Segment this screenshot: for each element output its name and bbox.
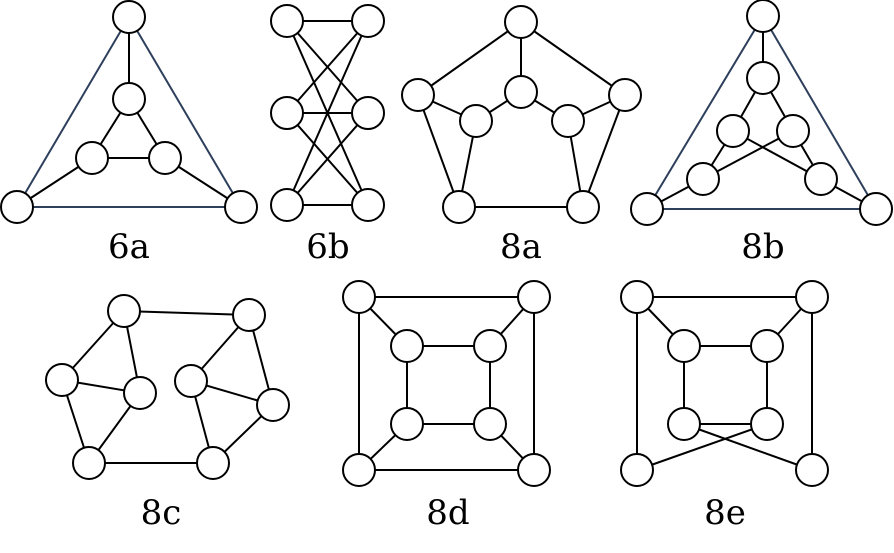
node-8c-0 xyxy=(107,294,141,328)
node-8a-3 xyxy=(504,75,538,109)
node-8e-3 xyxy=(750,329,784,363)
node-8b-2 xyxy=(716,114,750,148)
node-8e-1 xyxy=(795,280,829,314)
node-6b-4 xyxy=(270,188,304,222)
edge-8b-0-7 xyxy=(762,15,877,210)
node-6a-2 xyxy=(75,141,109,175)
node-8a-0 xyxy=(504,5,538,39)
node-8a-4 xyxy=(459,104,493,138)
node-8d-5 xyxy=(473,407,507,441)
node-8b-5 xyxy=(804,162,838,196)
nodes-layer xyxy=(0,0,893,487)
node-6b-5 xyxy=(351,188,385,222)
node-8a-6 xyxy=(442,190,476,224)
graph-label-8c: 8c xyxy=(141,493,182,533)
node-6b-1 xyxy=(351,4,385,38)
edge-8e-4-7 xyxy=(683,423,813,471)
node-8c-1 xyxy=(232,298,266,332)
node-8b-0 xyxy=(746,0,780,33)
node-8e-2 xyxy=(667,329,701,363)
edge-8a-1-6 xyxy=(417,94,460,208)
graph-label-8b: 8b xyxy=(741,227,784,267)
node-8b-1 xyxy=(746,61,780,95)
edge-6b-2-1 xyxy=(286,20,369,114)
edge-6a-0-4 xyxy=(16,16,130,208)
node-8e-6 xyxy=(620,453,654,487)
node-8d-3 xyxy=(473,329,507,363)
graph-label-8e: 8e xyxy=(704,493,746,533)
node-6a-0 xyxy=(112,0,146,34)
node-8e-5 xyxy=(750,407,784,441)
node-8d-1 xyxy=(517,280,551,314)
graph-label-8d: 8d xyxy=(426,493,469,533)
edge-8a-2-7 xyxy=(582,94,626,208)
node-8c-3 xyxy=(123,376,157,410)
node-6a-5 xyxy=(224,190,258,224)
edge-8e-5-6 xyxy=(636,423,768,471)
node-8d-0 xyxy=(342,280,376,314)
edge-8c-0-1 xyxy=(123,310,250,316)
edge-6a-0-5 xyxy=(128,16,242,208)
node-6a-3 xyxy=(148,141,182,175)
node-6b-2 xyxy=(270,96,304,130)
graph-label-6b: 6b xyxy=(306,227,349,267)
node-8a-2 xyxy=(608,78,642,112)
node-8d-7 xyxy=(517,453,551,487)
labels-layer: 6a 6b 8a 8b 8c 8d 8e xyxy=(108,227,785,533)
graph-label-6a: 6a xyxy=(108,227,150,267)
node-8d-4 xyxy=(390,407,424,441)
node-6b-3 xyxy=(351,96,385,130)
node-8e-0 xyxy=(620,280,654,314)
node-8b-7 xyxy=(859,192,893,226)
edge-8b-0-6 xyxy=(646,15,764,210)
node-8c-2 xyxy=(45,363,79,397)
node-6b-0 xyxy=(270,4,304,38)
node-8b-4 xyxy=(686,162,720,196)
node-8a-1 xyxy=(401,78,435,112)
node-8e-7 xyxy=(795,453,829,487)
node-8d-6 xyxy=(342,453,376,487)
edge-6b-4-1 xyxy=(286,20,369,206)
node-6a-1 xyxy=(112,82,146,116)
node-8c-7 xyxy=(196,446,230,480)
node-8c-4 xyxy=(174,364,208,398)
edge-8a-0-1 xyxy=(417,21,522,96)
node-8b-3 xyxy=(776,114,810,148)
node-6a-4 xyxy=(0,190,34,224)
edge-8a-0-2 xyxy=(520,21,626,96)
edge-6b-4-3 xyxy=(286,112,369,206)
node-8c-6 xyxy=(72,446,106,480)
node-8a-7 xyxy=(566,190,600,224)
node-8d-2 xyxy=(390,329,424,363)
graph-label-8a: 8a xyxy=(500,227,542,267)
node-8a-5 xyxy=(551,104,585,138)
node-8e-4 xyxy=(667,407,701,441)
node-8b-6 xyxy=(630,192,664,226)
node-8c-5 xyxy=(256,388,290,422)
